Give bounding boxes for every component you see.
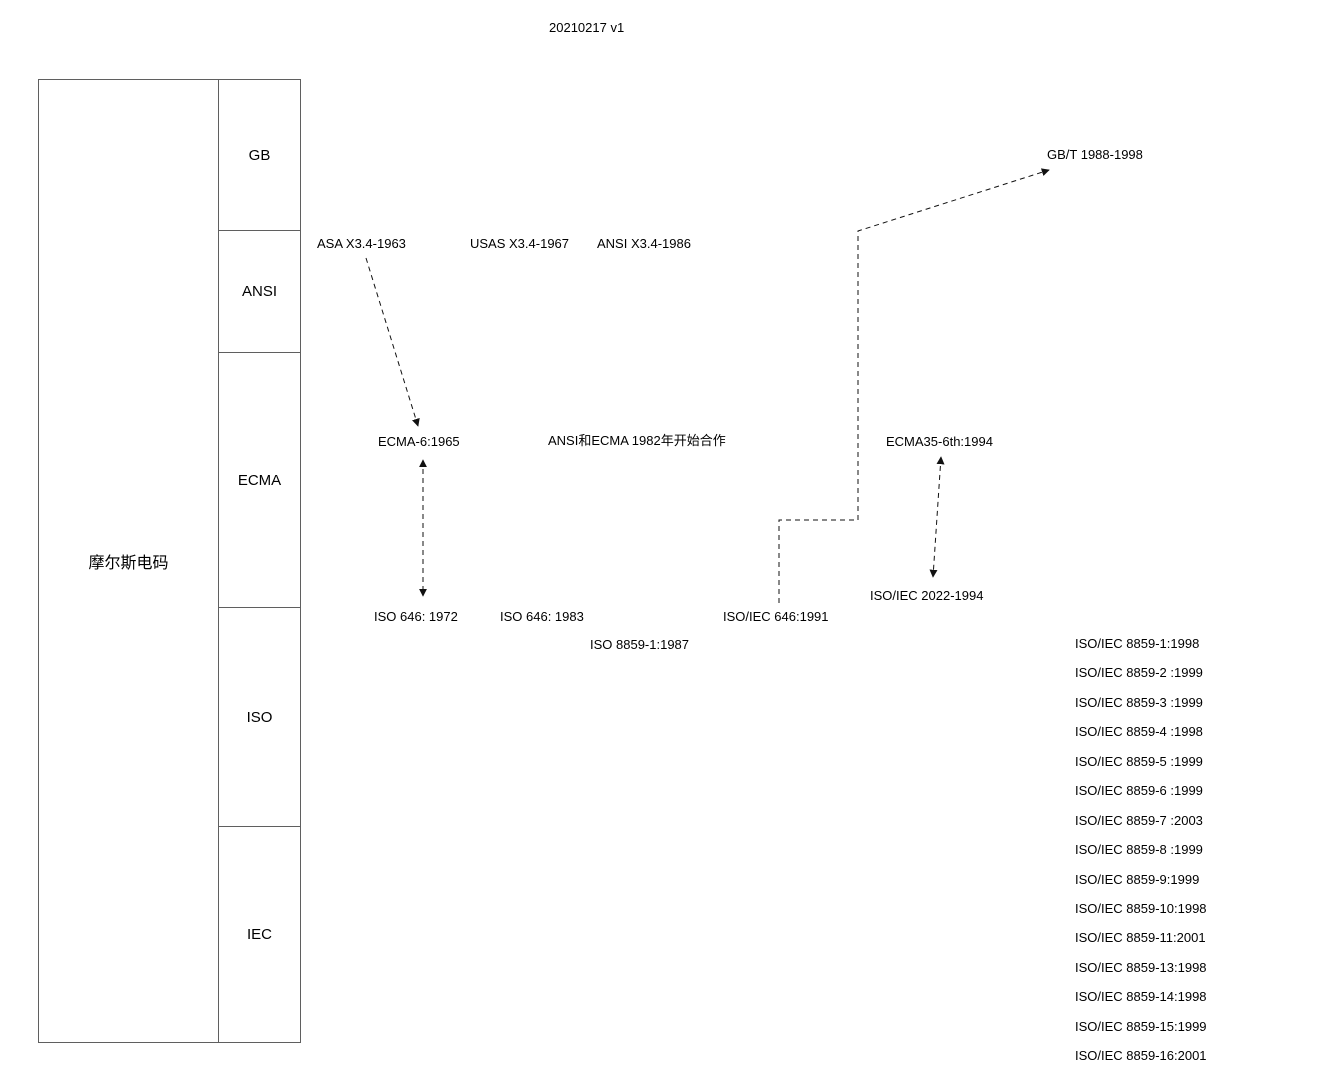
node-iso8859-1-1987: ISO 8859-1:1987 [590,637,690,652]
iso8859-item: ISO/IEC 8859-13:1998 [1075,959,1207,975]
node-isoiec646-1991: ISO/IEC 646:1991 [723,609,829,624]
iso8859-item: ISO/IEC 8859-7 :2003 [1075,812,1203,828]
page-title: 20210217 v1 [549,20,625,35]
organization-column: GB ANSI ECMA ISO IEC [219,80,300,1042]
org-row-gb: GB [219,80,300,231]
iso8859-item: ISO/IEC 8859-15:1999 [1075,1018,1207,1034]
node-iso646-1983: ISO 646: 1983 [500,609,584,624]
iso8859-item: ISO/IEC 8859-1:1998 [1075,636,1200,651]
iso8859-item: ISO/IEC 8859-4 :1998 [1075,724,1203,740]
edge-ecma35-to-isoiec2022 [929,456,945,578]
iso8859-item: ISO/IEC 8859-11:2001 [1075,930,1206,946]
org-row-ecma: ECMA [219,353,300,608]
edge-isoiec646-to-gbt [778,168,1050,603]
iso8859-item: ISO/IEC 8859-10:1998 [1075,900,1207,916]
edge-asa-to-ecma6 [365,257,420,427]
node-ansi-x34-1986: ANSI X3.4-1986 [597,236,691,251]
org-row-ansi: ANSI [219,231,300,353]
iso8859-item: ISO/IEC 8859-5 :1999 [1075,753,1203,769]
org-row-iec: IEC [246,926,272,943]
node-iso646-1972: ISO 646: 1972 [374,609,458,624]
iso8859-item: ISO/IEC 8859-6 :1999 [1075,783,1203,799]
org-row-iso: ISO [219,608,300,827]
iso8859-series-list: ISO/IEC 8859-1:1998 ISO/IEC 8859-2 :1999… [1075,629,1207,1071]
iso8859-item: ISO/IEC 8859-3 :1999 [1075,694,1203,710]
iso8859-item: ISO/IEC 8859-9:1999 [1075,871,1200,887]
iso8859-item: ISO/IEC 8859-2 :1999 [1075,665,1203,681]
organization-table: 摩尔斯电码 GB ANSI ECMA ISO IEC [38,79,301,1043]
node-usas-x34-1967: USAS X3.4-1967 [470,236,570,251]
iso8859-item: ISO/IEC 8859-8 :1999 [1075,842,1203,858]
node-isoiec2022-1994: ISO/IEC 2022-1994 [870,588,984,603]
node-ecma35-6th-1994: ECMA35-6th:1994 [886,434,993,449]
root-cell-morse-code: 摩尔斯电码 [39,80,219,1042]
iso8859-item: ISO/IEC 8859-16:2001 [1075,1048,1207,1064]
node-ecma6-1965: ECMA-6:1965 [378,434,460,449]
node-gbt-1988-1998: GB/T 1988-1998 [1047,147,1143,162]
node-asa-x34-1963: ASA X3.4-1963 [317,236,406,251]
note-ansi-ecma-cooperation: ANSI和ECMA 1982年开始合作 [548,433,726,448]
iso8859-item: ISO/IEC 8859-14:1998 [1075,989,1207,1005]
